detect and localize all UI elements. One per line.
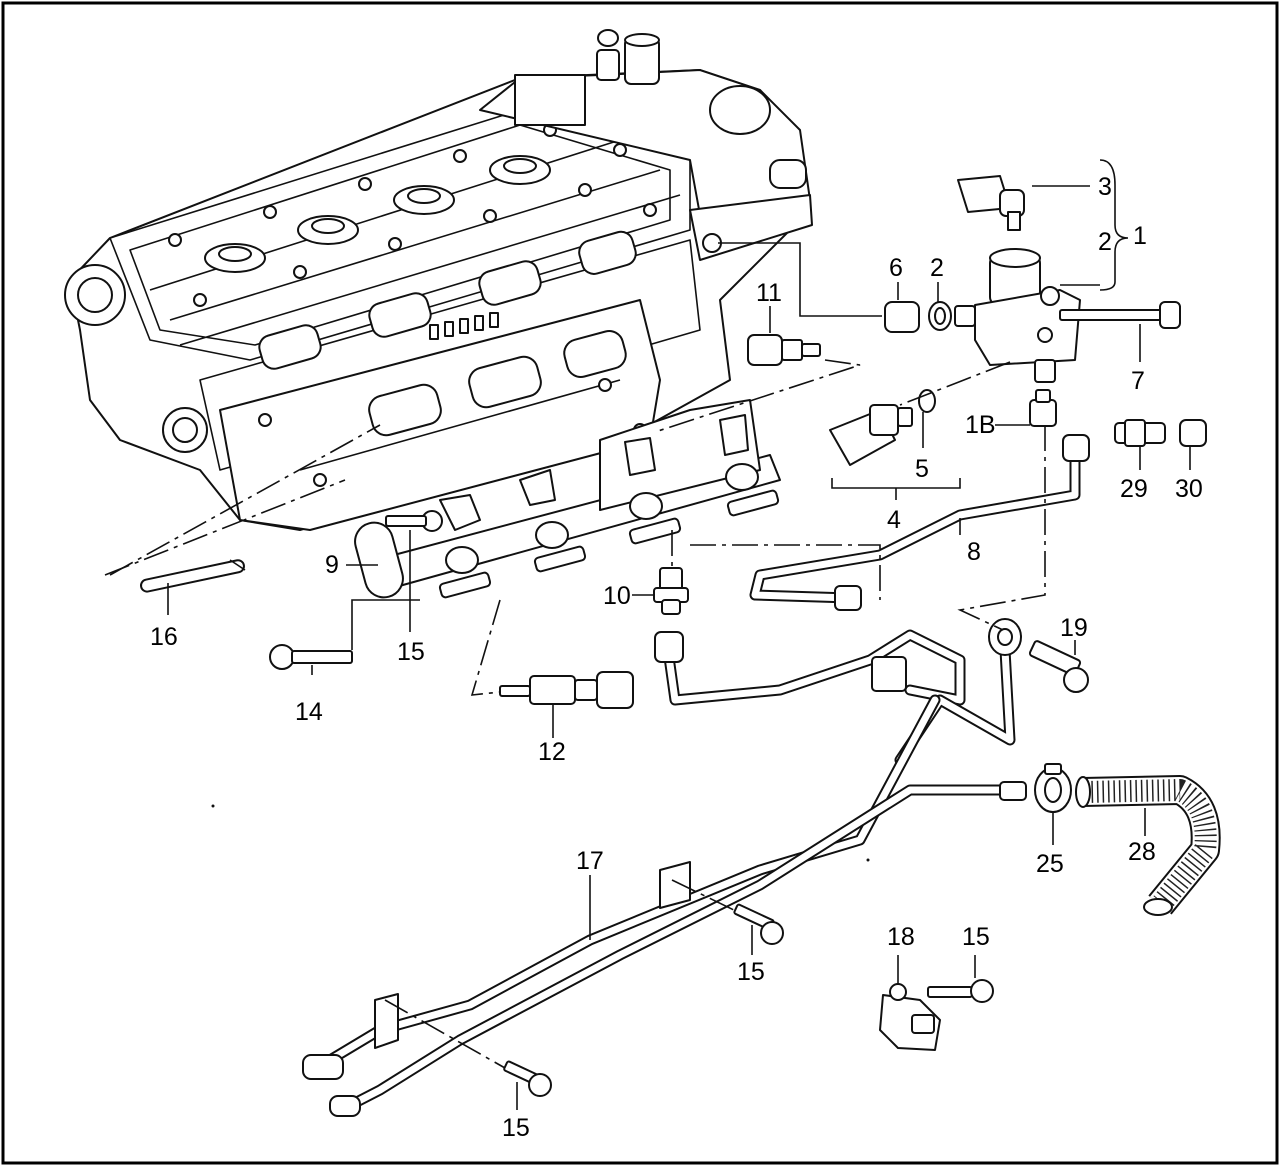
callout-15-pipe-lower: 15 — [502, 1114, 530, 1142]
fuel-supply-line-upper — [654, 618, 1022, 766]
callout-1b: 1B — [965, 411, 996, 439]
fuel-pipe-17 — [302, 694, 1027, 1117]
callout-18: 18 — [887, 923, 915, 951]
callout-10: 10 — [603, 582, 631, 610]
callout-4: 4 — [887, 506, 901, 534]
sensor-11 — [747, 334, 821, 366]
callout-14: 14 — [295, 698, 323, 726]
bolt-15-pipe-lower — [503, 1060, 552, 1097]
callout-25: 25 — [1036, 850, 1064, 878]
callout-12: 12 — [538, 738, 566, 766]
callout-11: 11 — [756, 279, 782, 307]
print-dot — [866, 858, 870, 862]
callout-8: 8 — [967, 538, 981, 566]
callout-1: 1 — [1133, 222, 1147, 250]
callout-15-pipe-upper: 15 — [737, 958, 765, 986]
cylinder-head — [64, 29, 813, 531]
callout-16: 16 — [150, 623, 178, 651]
bolt-14 — [269, 644, 353, 670]
bolt-15-clip — [927, 979, 994, 1003]
bolt-15-pipe-upper — [733, 903, 784, 945]
callout-2-lower: 2 — [930, 254, 944, 282]
callout-15-clip: 15 — [962, 923, 990, 951]
callout-19: 19 — [1060, 614, 1088, 642]
callout-9: 9 — [325, 551, 339, 579]
callout-5: 5 — [915, 455, 929, 483]
dowel-pin-16 — [140, 559, 245, 593]
banjo-bolt-19 — [1028, 640, 1089, 693]
callout-17: 17 — [576, 847, 604, 875]
callout-3: 3 — [1098, 173, 1112, 201]
high-pressure-pump — [884, 175, 1181, 427]
hose-clamp-25 — [1034, 763, 1072, 813]
callout-6: 6 — [889, 254, 903, 282]
callout-29: 29 — [1120, 475, 1148, 503]
leader-lines — [104, 159, 1191, 1110]
callout-labels: 3 2 1 6 2 11 7 1B 5 29 30 4 8 9 10 16 19… — [150, 173, 1203, 1142]
valve-10 — [653, 567, 689, 615]
fitting-29 — [1114, 419, 1166, 447]
fuel-hose-28 — [1075, 775, 1221, 916]
callout-2-upper: 2 — [1098, 228, 1112, 256]
pressure-sensor-4 — [829, 389, 936, 466]
nut-30 — [1179, 419, 1207, 447]
sensor-12 — [499, 671, 634, 709]
callout-28: 28 — [1128, 838, 1156, 866]
callout-7: 7 — [1131, 367, 1145, 395]
bolt-15-rail — [385, 510, 443, 532]
fuel-rail — [354, 399, 781, 599]
print-dot — [211, 804, 215, 808]
callout-30: 30 — [1175, 475, 1203, 503]
callout-15-rail: 15 — [397, 638, 425, 666]
